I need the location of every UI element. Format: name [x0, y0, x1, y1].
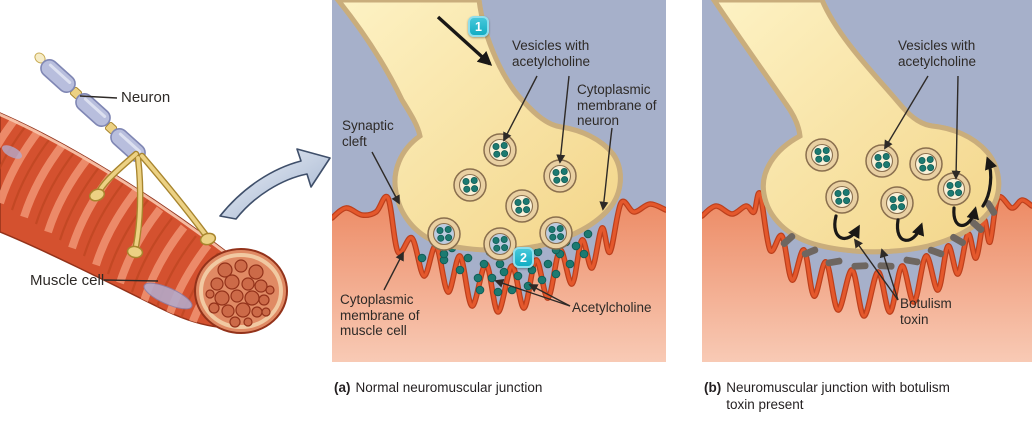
- vesicle: [909, 147, 943, 181]
- zoom-arrow-icon: [219, 148, 331, 220]
- acetylcholine-dot: [475, 285, 485, 295]
- leader-lines-a: [371, 75, 613, 307]
- docked-vesicle: [539, 216, 573, 250]
- acetylcholine-dot: [543, 259, 553, 269]
- acetylcholine-dot: [473, 273, 483, 283]
- acetylcholine-dot: [455, 265, 465, 275]
- muscle-cell-cylinder: [0, 112, 288, 334]
- acetylcholine-dot: [565, 259, 575, 269]
- acetylcholine-dot: [499, 267, 509, 277]
- blocked-release-arrows: [833, 156, 998, 242]
- step-1-badge: 1: [468, 16, 489, 37]
- muscle-striations: [0, 113, 234, 328]
- muscle-cell-leader-line: [103, 279, 159, 282]
- axon-branches: [96, 150, 209, 250]
- step-2-badge: 2: [513, 247, 534, 268]
- caption-b-text: Neuromuscular junction with botulism tox…: [726, 380, 950, 412]
- acetylcholine-dot: [493, 287, 503, 297]
- acetylcholine-dot: [495, 259, 505, 269]
- label-synaptic-cleft: Synaptic cleft: [342, 118, 394, 149]
- acetylcholine-dot: [417, 253, 427, 263]
- vesicle: [937, 172, 971, 206]
- label-cytoplasmic-membrane-neuron: Cytoplasmic membrane of neuron: [577, 82, 657, 129]
- acetylcholine-dot: [537, 275, 547, 285]
- docked-vesicle: [427, 217, 461, 251]
- panel-b-drawing: [702, 0, 1032, 362]
- acetylcholine-dot: [551, 269, 561, 279]
- botulism-toxin-dashes: [780, 200, 998, 270]
- leader-lines-b: [853, 75, 961, 301]
- acetylcholine-dot: [579, 249, 589, 259]
- label-vesicles-b: Vesicles with acetylcholine: [898, 38, 977, 69]
- vesicle: [805, 138, 839, 172]
- acetylcholine-dot: [513, 271, 523, 281]
- muscle-vein-streak: [143, 282, 193, 310]
- caption-a-text: Normal neuromuscular junction: [355, 380, 543, 395]
- vesicle: [825, 180, 859, 214]
- acetylcholine-dot: [479, 259, 489, 269]
- label-botulism-toxin: Botulism toxin: [900, 296, 952, 327]
- overview-illustration: Neuron Muscle cell: [0, 0, 332, 429]
- panel-a: Vesicles with acetylcholine Cytoplasmic …: [332, 0, 666, 362]
- panel-b: Vesicles with acetylcholine Botulism tox…: [702, 0, 1032, 362]
- muscle-cell-region-b: [702, 192, 1032, 362]
- acetylcholine-dot: [487, 273, 497, 283]
- caption-a-tag: (a): [334, 380, 351, 395]
- muscle-cross-section: [194, 248, 288, 334]
- vesicle: [543, 159, 577, 193]
- muscle-cell-region-a: [332, 196, 666, 362]
- acetylcholine-dot: [571, 241, 581, 251]
- vesicle: [505, 189, 539, 223]
- label-cytoplasmic-membrane-muscle: Cytoplasmic membrane of muscle cell: [340, 292, 420, 339]
- vesicle: [453, 168, 487, 202]
- overview-drawing: [0, 52, 331, 334]
- caption-a: (a) Normal neuromuscular junction: [334, 380, 542, 397]
- axon-terminal-boutons: [88, 188, 217, 259]
- vesicle: [880, 186, 914, 220]
- acetylcholine-dot: [583, 229, 593, 239]
- label-neuron: Neuron: [121, 89, 171, 106]
- neuron-drawing: [34, 52, 217, 259]
- acetylcholine-dot: [439, 249, 449, 259]
- acetylcholine-dot: [533, 247, 543, 257]
- vesicle: [483, 133, 517, 167]
- panel-a-drawing: [332, 0, 666, 362]
- axon-terminal-b: [710, 0, 999, 252]
- nerve-impulse-arrow: [436, 15, 493, 66]
- acetylcholine-dot: [463, 253, 473, 263]
- label-muscle-cell: Muscle cell: [30, 272, 105, 289]
- vesicle: [865, 144, 899, 178]
- label-vesicles-a: Vesicles with acetylcholine: [512, 38, 591, 69]
- caption-b-tag: (b): [704, 380, 722, 395]
- label-acetylcholine: Acetylcholine: [572, 300, 652, 315]
- muscle-membrane-a: [332, 194, 666, 314]
- docked-vesicle: [483, 227, 517, 261]
- neuron-leader-line: [79, 95, 118, 99]
- caption-b: (b) Neuromuscular junction with botulism…: [704, 380, 978, 414]
